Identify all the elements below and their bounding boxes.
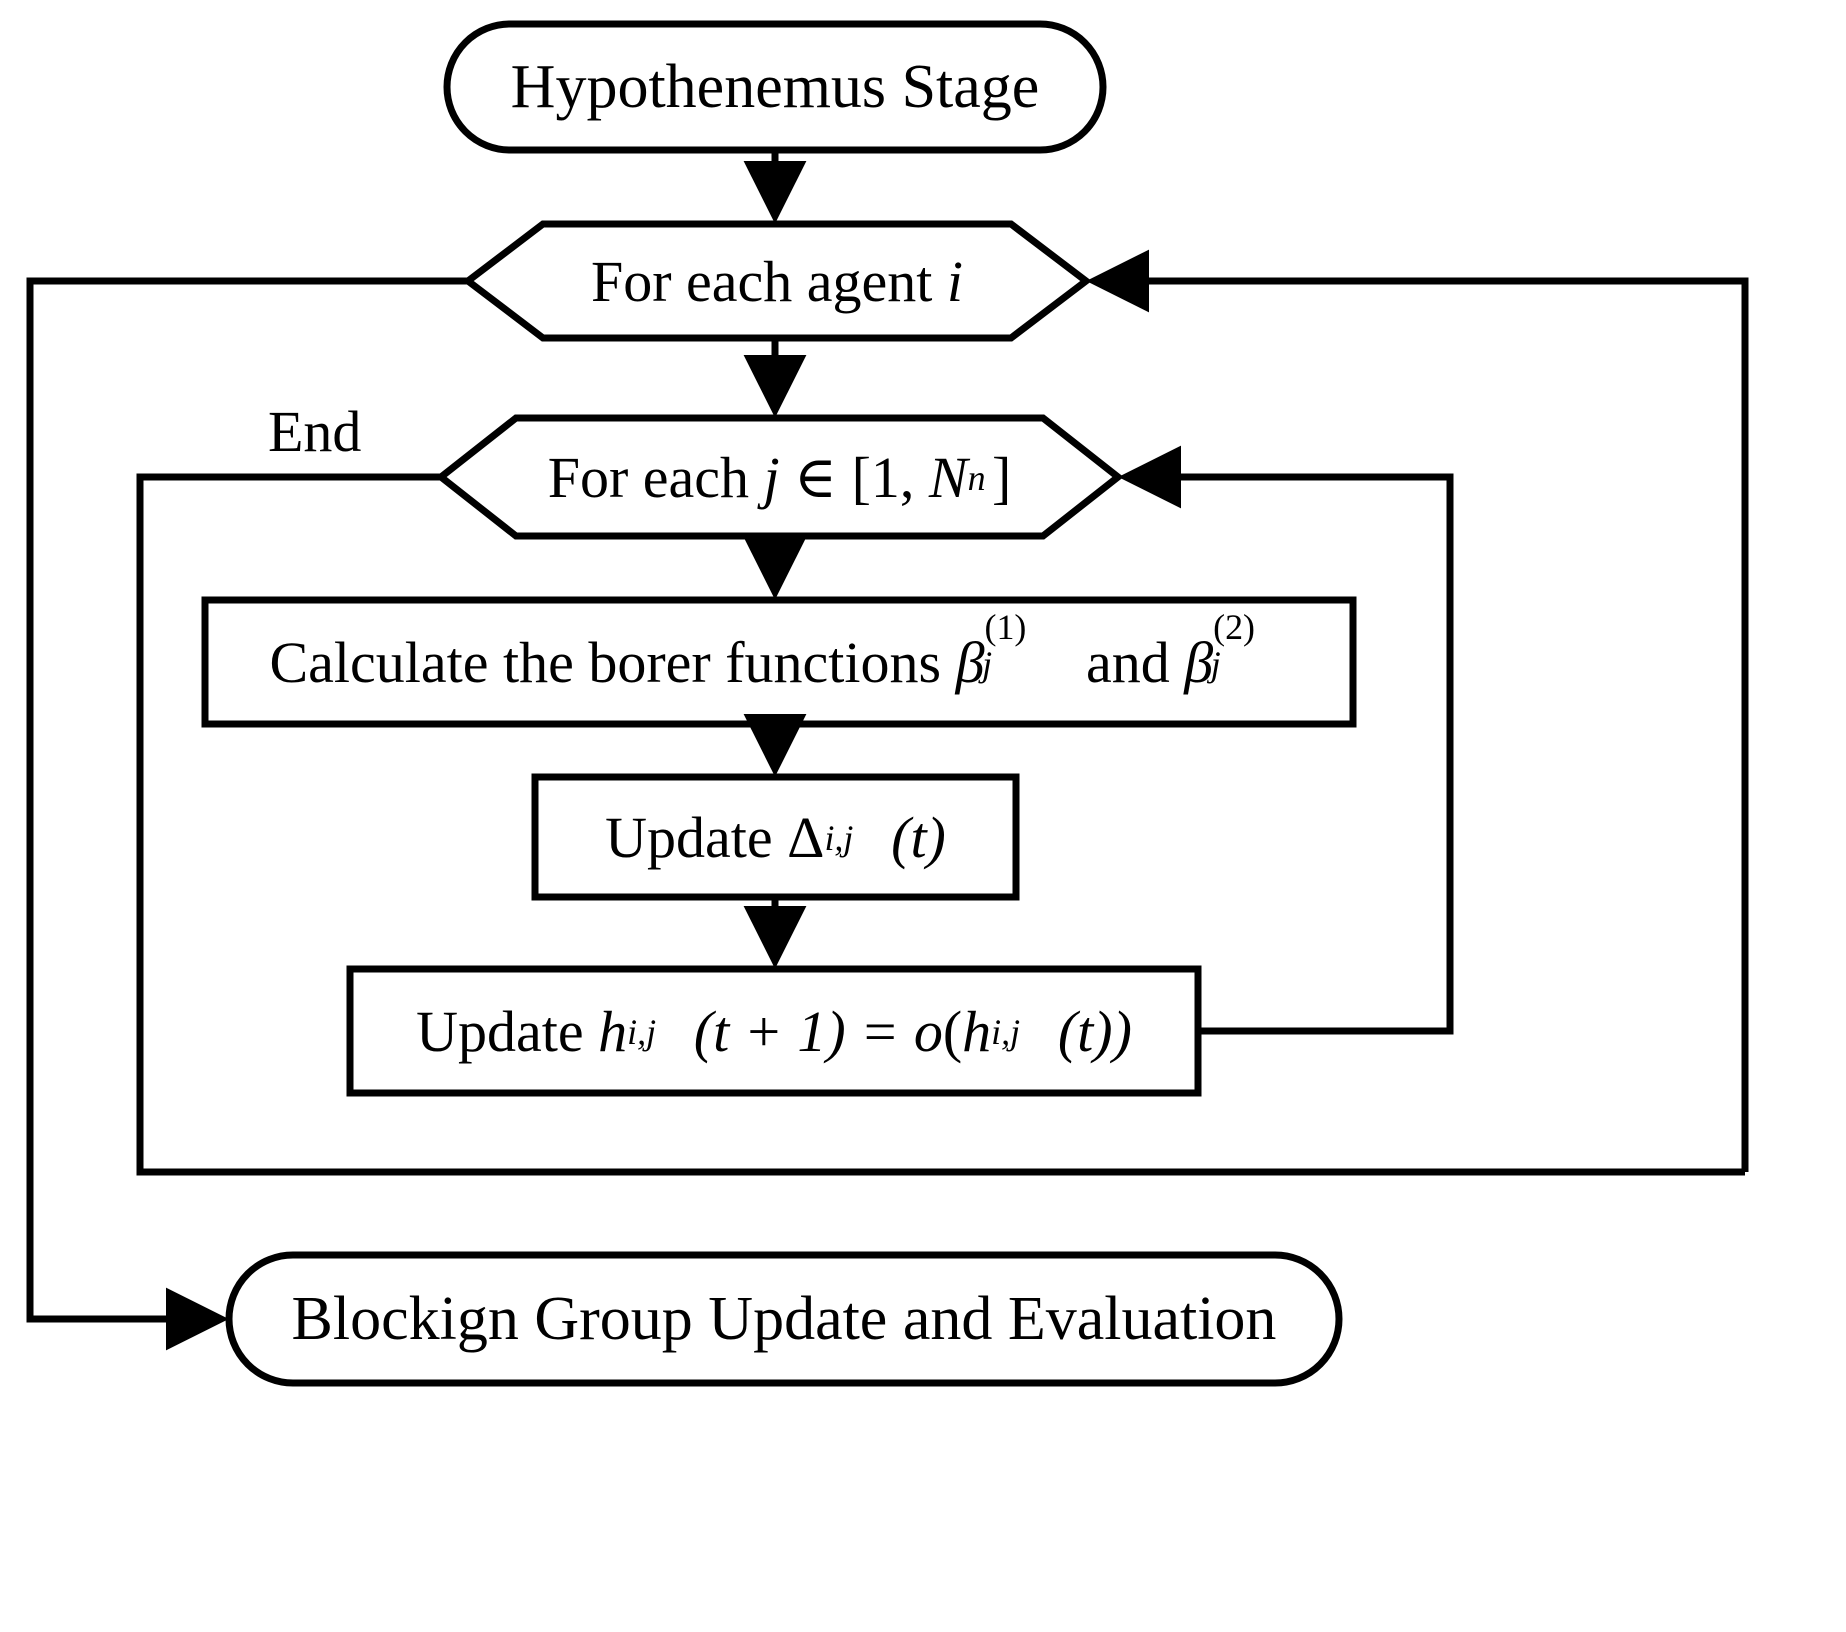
edge-loop-agent-to-end-node bbox=[26, 277, 468, 1351]
end-loop-label-text: End bbox=[268, 399, 362, 464]
node-loop-j-shape bbox=[435, 414, 1124, 540]
node-end-shape bbox=[225, 1251, 1343, 1387]
node-calc-borer-shape bbox=[201, 596, 1357, 728]
end-loop-label: End bbox=[268, 398, 361, 465]
node-start-shape bbox=[443, 20, 1107, 154]
node-update-delta-shape bbox=[531, 773, 1020, 901]
edge-outer-right-to-loop-agent bbox=[1086, 249, 1749, 1172]
edge-update-h-to-loop-j bbox=[1118, 445, 1454, 1035]
node-loop-agent-shape bbox=[462, 220, 1092, 342]
edge-loop-j-end bbox=[136, 473, 1450, 1176]
node-update-h-shape bbox=[346, 965, 1202, 1097]
